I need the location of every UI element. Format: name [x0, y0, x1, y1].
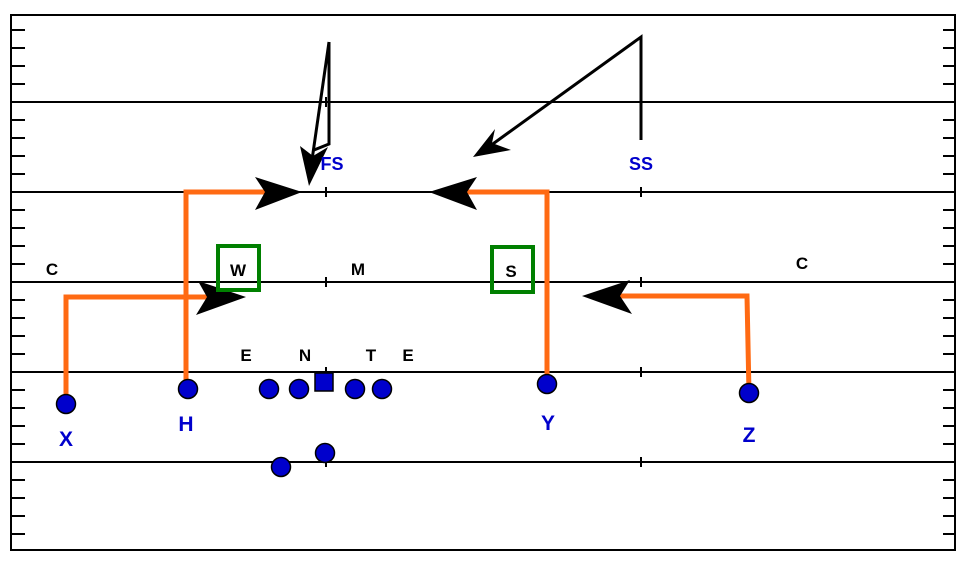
route-ss [489, 34, 643, 148]
arrowhead-icon [300, 146, 328, 186]
arrowhead-icon [196, 281, 246, 315]
label-z: Z [743, 424, 756, 447]
hash-marks [11, 29, 955, 535]
player-right-tackle[interactable] [371, 378, 393, 400]
label-end-left: E [240, 346, 251, 365]
player-right-guard[interactable] [344, 378, 366, 400]
defense-routes [310, 34, 643, 161]
offense-routes [63, 189, 752, 404]
player-center[interactable] [314, 372, 334, 392]
label-mike: M [351, 260, 365, 279]
field [10, 14, 956, 551]
player-h[interactable] [177, 378, 199, 400]
label-fs: FS [320, 154, 343, 174]
offense-players [55, 372, 760, 478]
route-x [63, 294, 215, 404]
label-corner-left: C [46, 260, 58, 279]
arrowhead-icon [255, 177, 302, 210]
label-will: W [230, 261, 247, 280]
arrowhead-icon [473, 129, 511, 157]
label-h: H [178, 413, 193, 436]
route-arrowheads [196, 177, 632, 315]
label-sam: S [505, 262, 516, 281]
label-x: X [59, 428, 73, 451]
player-quarterback[interactable] [314, 442, 336, 464]
route-h [183, 189, 270, 389]
sam-box [490, 245, 535, 294]
label-tackle: T [366, 346, 377, 365]
player-x[interactable] [55, 393, 77, 415]
will-box [216, 244, 261, 292]
label-corner-right: C [796, 254, 808, 273]
route-z [615, 293, 752, 394]
label-end-right: E [402, 346, 413, 365]
route-fs-drop [310, 41, 331, 161]
player-left-guard[interactable] [288, 378, 310, 400]
player-z[interactable] [738, 382, 760, 404]
player-running-back[interactable] [270, 456, 292, 478]
player-left-tackle[interactable] [258, 378, 280, 400]
defense-arrowheads [300, 129, 511, 186]
arrowhead-icon [429, 177, 477, 210]
label-y: Y [541, 412, 555, 435]
linebacker-boxes [216, 244, 535, 294]
arrowhead-icon [582, 280, 632, 314]
route-y [465, 189, 550, 384]
player-y[interactable] [536, 373, 558, 395]
label-ss: SS [629, 154, 653, 174]
label-nose: N [299, 346, 311, 365]
route-fs [313, 42, 331, 152]
